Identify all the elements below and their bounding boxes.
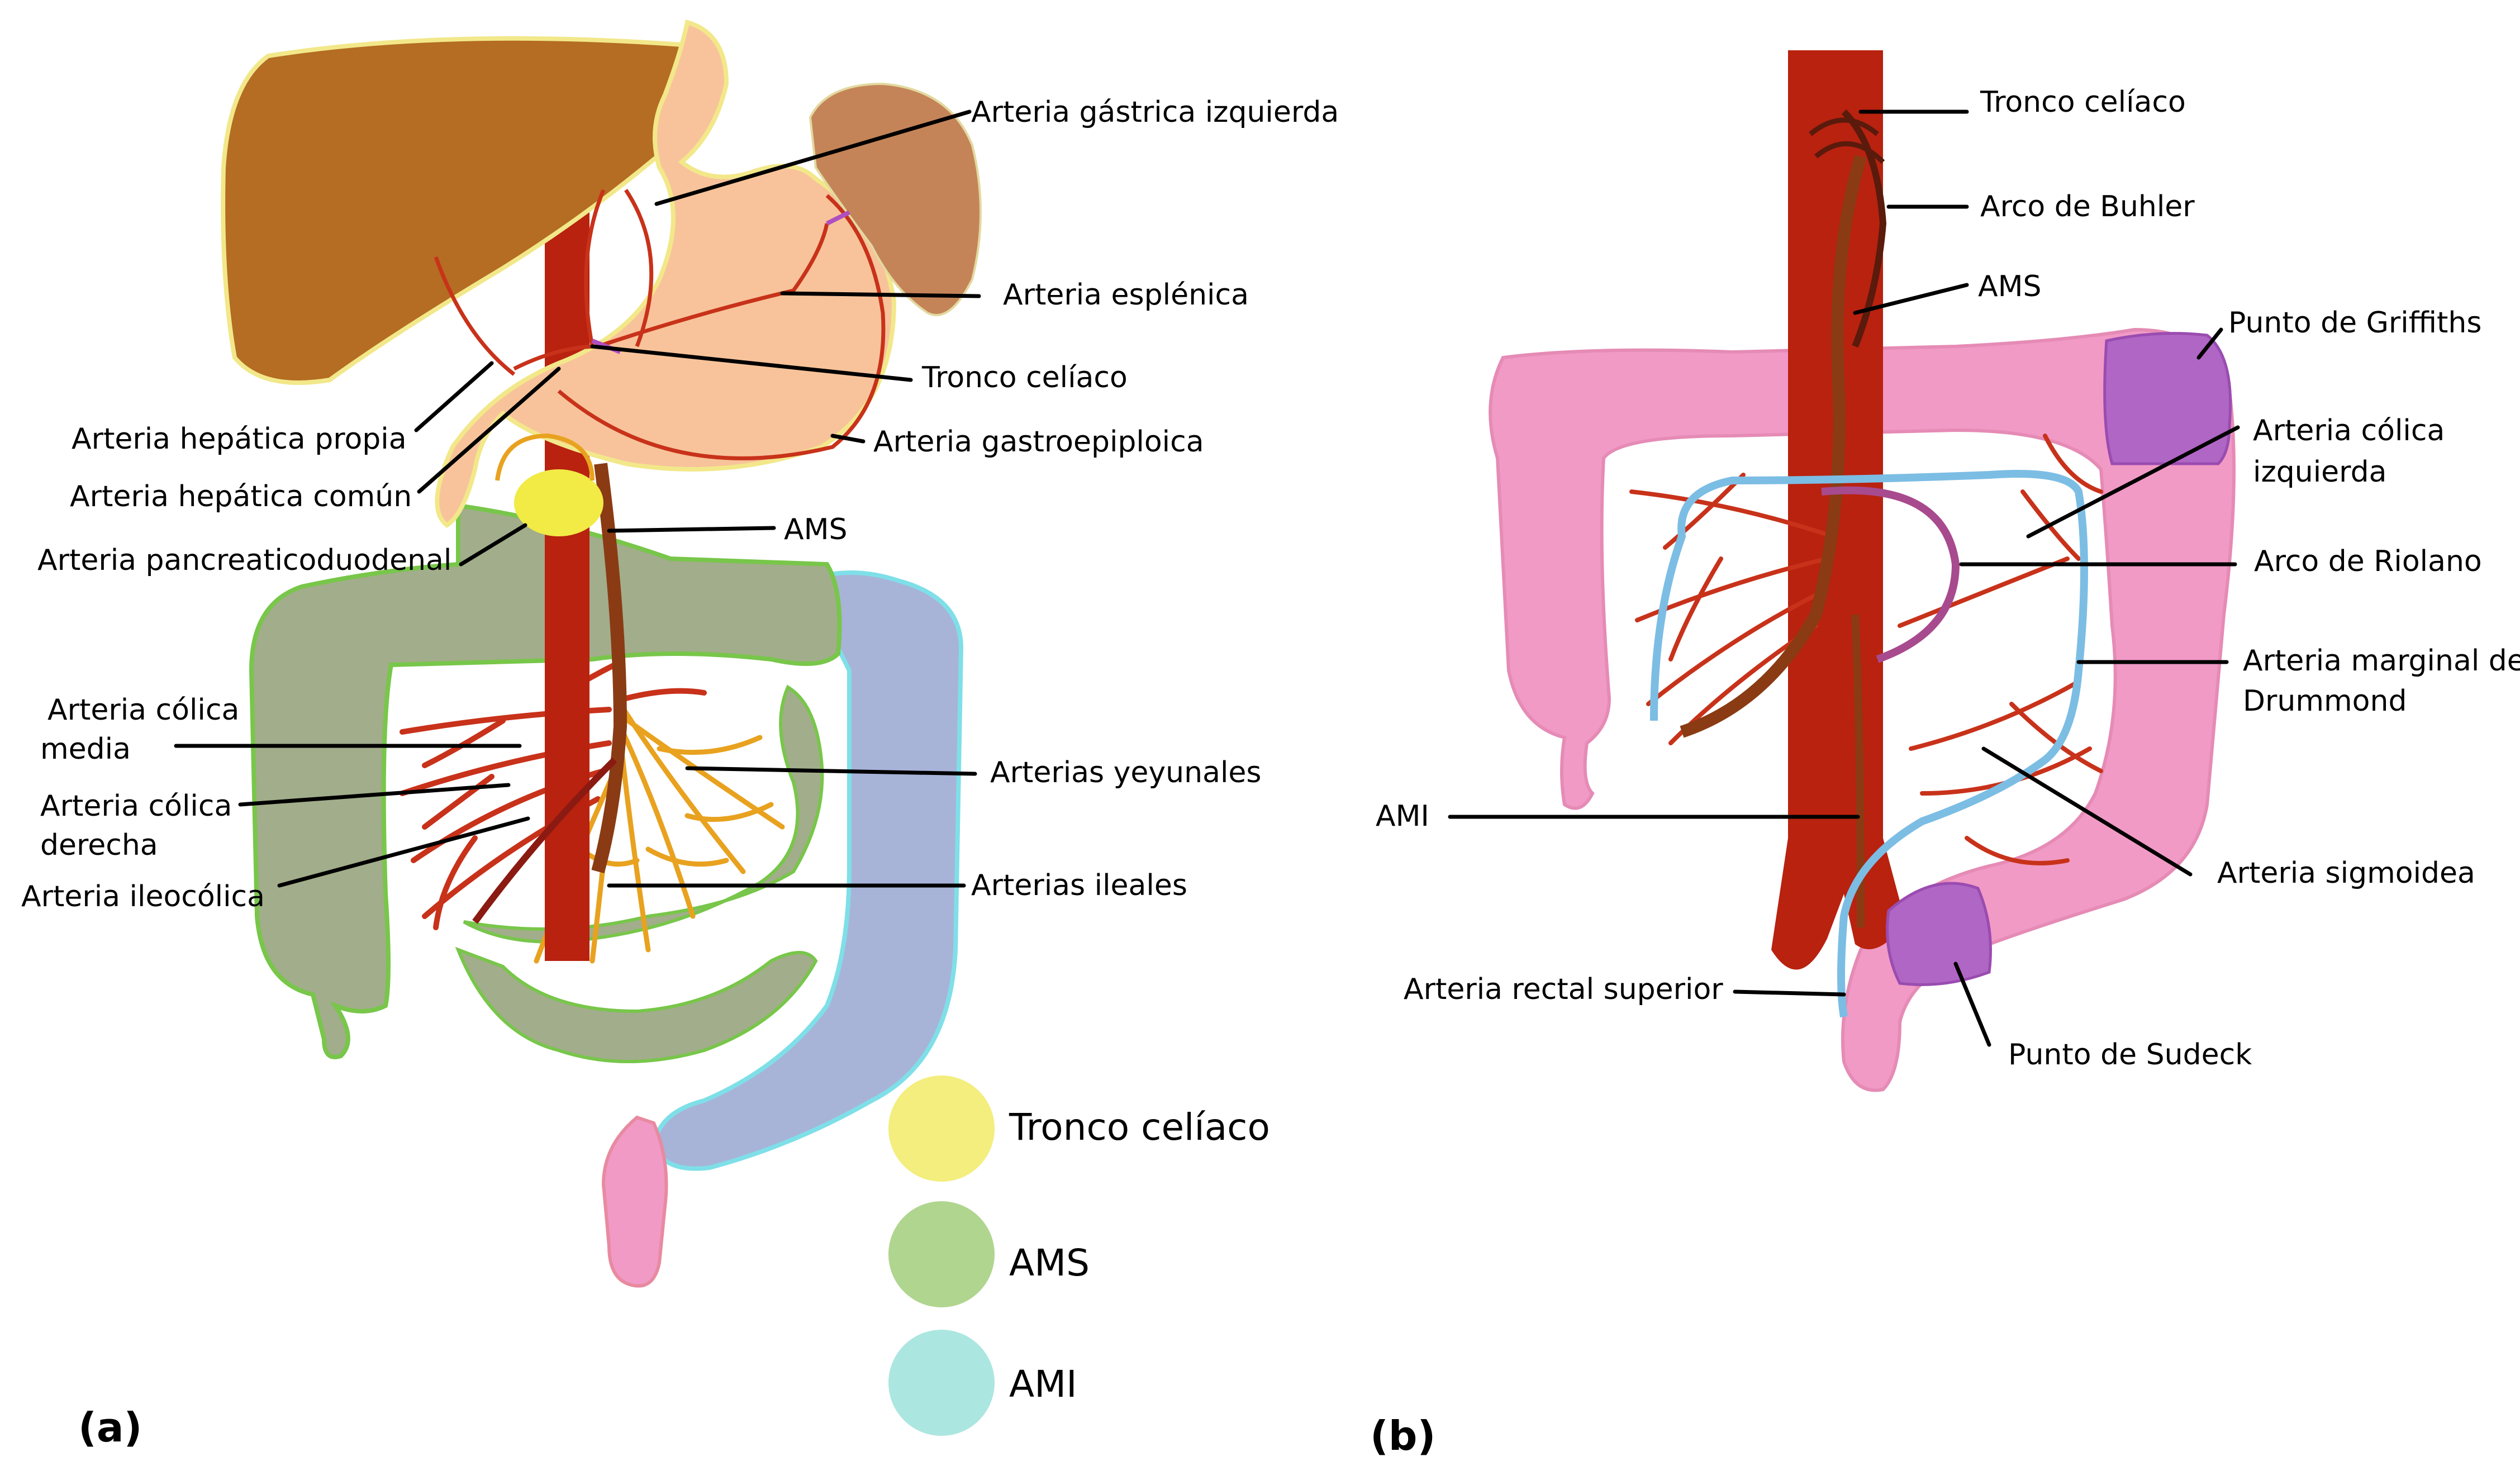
label-pancreaticoduodenal: Arteria pancreaticoduodenal	[37, 544, 451, 577]
label-proper-hepatic: Arteria hepática propia	[72, 422, 407, 456]
label-riolan-arc: Arco de Riolano	[2254, 545, 2482, 578]
label-ams-a: AMS	[784, 513, 847, 546]
label-griffiths: Punto de Griffiths	[2228, 306, 2481, 340]
legend-swatch-ami	[888, 1330, 995, 1436]
legend: Tronco celíaco AMS AMI	[888, 1075, 1270, 1436]
griffiths-point	[2105, 334, 2231, 464]
rectum	[603, 1117, 667, 1286]
label-right-colic-2: derecha	[40, 829, 158, 862]
label-sudeck: Punto de Sudeck	[2008, 1038, 2252, 1072]
label-ami-b: AMI	[1376, 799, 1429, 833]
label-splenic: Arteria esplénica	[1003, 278, 1249, 312]
legend-label-ams: AMS	[1009, 1241, 1090, 1284]
label-celiac-trunk-b: Tronco celíaco	[1980, 85, 2186, 119]
label-jejunal: Arterias yeyunales	[990, 756, 1262, 789]
label-sigmoid: Arteria sigmoidea	[2217, 856, 2475, 890]
legend-swatch-celiac	[888, 1075, 995, 1182]
label-ileal: Arterias ileales	[971, 869, 1187, 902]
label-ileocolic: Arteria ileocólica	[21, 880, 265, 913]
label-celiac-trunk-a: Tronco celíaco	[921, 361, 1128, 394]
label-gastroepiploic: Arteria gastroepiploica	[873, 425, 1204, 459]
aorta-a	[545, 162, 589, 961]
legend-label-celiac: Tronco celíaco	[1009, 1106, 1270, 1149]
label-ams-b: AMS	[1978, 270, 2041, 303]
panel-b-tag: (b)	[1370, 1412, 1435, 1459]
label-left-colic-1: Arteria cólica	[2253, 414, 2445, 448]
label-superior-rectal: Arteria rectal superior	[1404, 973, 1723, 1006]
label-common-hepatic: Arteria hepática común	[70, 480, 412, 513]
label-middle-colic-2: media	[40, 732, 131, 766]
sudeck-point	[1887, 883, 1991, 985]
legend-label-ami: AMI	[1009, 1363, 1077, 1406]
panel-a: Arteria gástrica izquierda Arteria esplé…	[21, 22, 1339, 1451]
legend-swatch-ams	[888, 1201, 995, 1307]
label-drummond-2: Drummond	[2243, 684, 2407, 718]
label-drummond-1: Arteria marginal de	[2243, 644, 2520, 678]
panel-a-tag: (a)	[78, 1404, 142, 1451]
label-right-colic-1: Arteria cólica	[40, 789, 232, 823]
label-left-colic-2: izquierda	[2253, 455, 2386, 489]
panel-b: Tronco celíaco Arco de Buhler AMS Punto …	[1370, 50, 2520, 1459]
label-gastric-left: Arteria gástrica izquierda	[971, 96, 1339, 129]
label-buhler-arc: Arco de Buhler	[1980, 190, 2195, 223]
label-middle-colic-1: Arteria cólica	[47, 693, 239, 727]
